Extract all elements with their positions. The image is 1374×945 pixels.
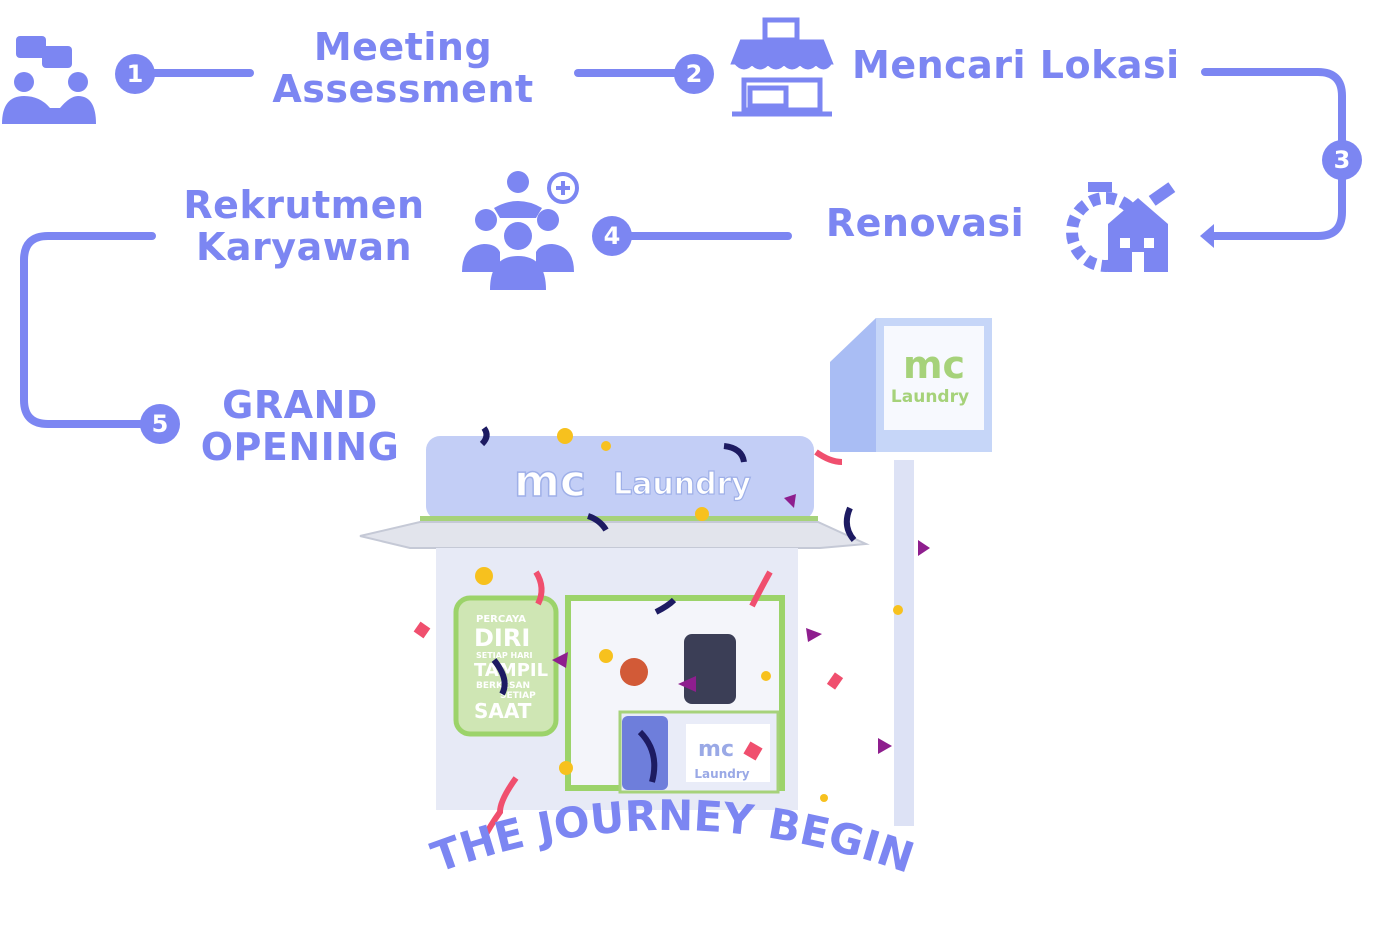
step-label-line: OPENING (200, 425, 400, 469)
team-add-icon (462, 171, 579, 290)
sign-word: Laundry (891, 387, 969, 407)
kiosk-green-trim (420, 516, 818, 524)
store-front-icon (730, 17, 834, 117)
step-label-line: Renovasi (825, 201, 1025, 245)
kiosk-counter-panel (622, 716, 668, 790)
window-text-line: SETIAP HARI (476, 651, 533, 660)
kiosk-brand: mc (514, 456, 586, 507)
kiosk-brand-word: Laundry (613, 467, 751, 502)
counter-brand: mc (698, 737, 734, 762)
step-number-3: 3 (1322, 140, 1362, 180)
sign-box-side (830, 318, 876, 452)
counter-word: Laundry (694, 767, 749, 781)
kiosk-illustration: mc Laundry mc Laundry PERCAYA DIRI SETIA… (359, 318, 992, 840)
confetti (413, 426, 930, 840)
sign-pole (894, 460, 914, 826)
arrowhead-3 (1200, 224, 1214, 248)
step-label-mencari-lokasi: Mencari Lokasi (852, 44, 1182, 86)
kiosk-roof-box (426, 436, 814, 520)
step-label-line: GRAND (222, 383, 378, 427)
window-text-line: SAAT (474, 699, 532, 723)
step-number-2: 2 (674, 54, 714, 94)
step-number-1: 1 (115, 54, 155, 94)
step-label-rekrutmen-karyawan: Rekrutmen Karyawan (176, 184, 432, 268)
connector-4-5 (20, 232, 156, 428)
step-number-4: 4 (592, 216, 632, 256)
window-text-line: TAMPIL (474, 660, 548, 681)
sign-face (884, 326, 984, 430)
step-label-meeting-assessment: Meeting Assessment (268, 26, 538, 110)
step-label-line: Rekrutmen (183, 183, 425, 227)
step-label-grand-opening: GRAND OPENING (200, 384, 400, 468)
step-label-renovasi: Renovasi (820, 202, 1030, 244)
step-label-line: Assessment (272, 67, 534, 111)
window-text-line: PERCAYA (476, 614, 526, 625)
connector-2-3 (1201, 68, 1346, 240)
kiosk-awning (359, 521, 870, 549)
kiosk-bottle (620, 658, 648, 686)
step-label-line: Meeting (313, 25, 493, 69)
banner-background (404, 816, 934, 904)
kiosk-machine (684, 634, 736, 704)
sign-brand: mc (903, 343, 965, 387)
step-number-5: 5 (140, 404, 180, 444)
step-label-line: Mencari Lokasi (852, 43, 1180, 87)
window-text-line: SETIAP (500, 691, 536, 701)
step-label-line: Karyawan (195, 225, 413, 269)
window-text-line: DIRI (474, 624, 530, 652)
kiosk-left-window (453, 595, 559, 737)
meeting-people-icon (2, 36, 96, 124)
renovation-house-gear-icon (1066, 182, 1176, 272)
